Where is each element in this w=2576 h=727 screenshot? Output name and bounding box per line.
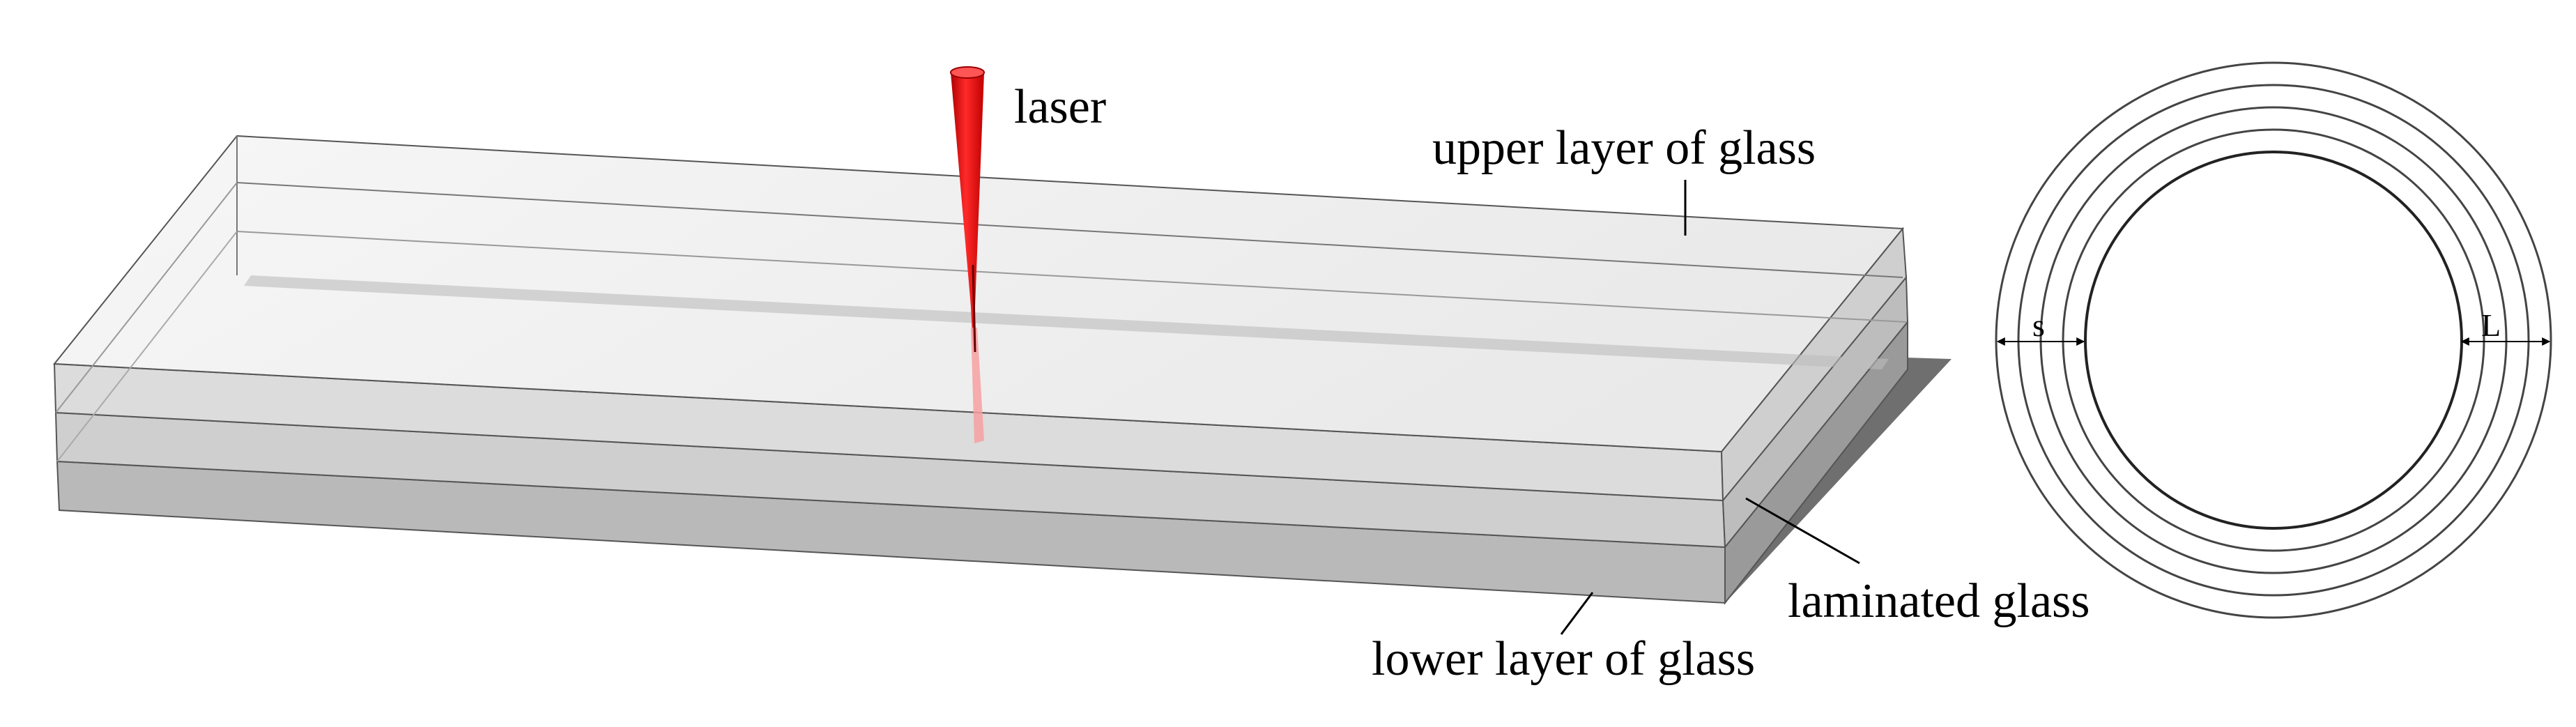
laser-aperture [950,66,985,79]
label-laser: laser [1014,80,1106,134]
label-lower-layer: lower layer of glass [1372,632,1755,686]
upper-layer-top [53,135,1905,453]
label-laminated-glass: laminated glass [1788,574,2090,628]
label-upper-layer: upper layer of glass [1432,121,1816,175]
back-left-diag-1 [55,182,238,413]
glass-stack [53,135,1952,605]
interlayer-shade [244,275,1889,369]
leader-lower [1560,592,1594,635]
label-s: s [2032,307,2045,343]
right-side-lower [1724,320,1908,605]
laser-beam [950,66,985,443]
inner-line-2 [236,231,1907,323]
back-left-diag-2 [56,231,238,462]
ring-pattern: s L [1995,61,2552,619]
laser-axis-dark [972,264,976,353]
leader-laminated [1745,497,1860,565]
label-L: L [2481,307,2501,343]
side-shadow-right [1727,358,1952,601]
inner-line-1 [236,182,1903,278]
ring-3 [2039,106,2508,574]
laser-in-glass [971,328,984,443]
ring-4 [2017,84,2530,597]
ring-2 [2062,128,2485,552]
ring-outer-5 [1995,61,2552,619]
laser-cone [951,72,984,349]
ring-inner-1 [2084,151,2463,530]
